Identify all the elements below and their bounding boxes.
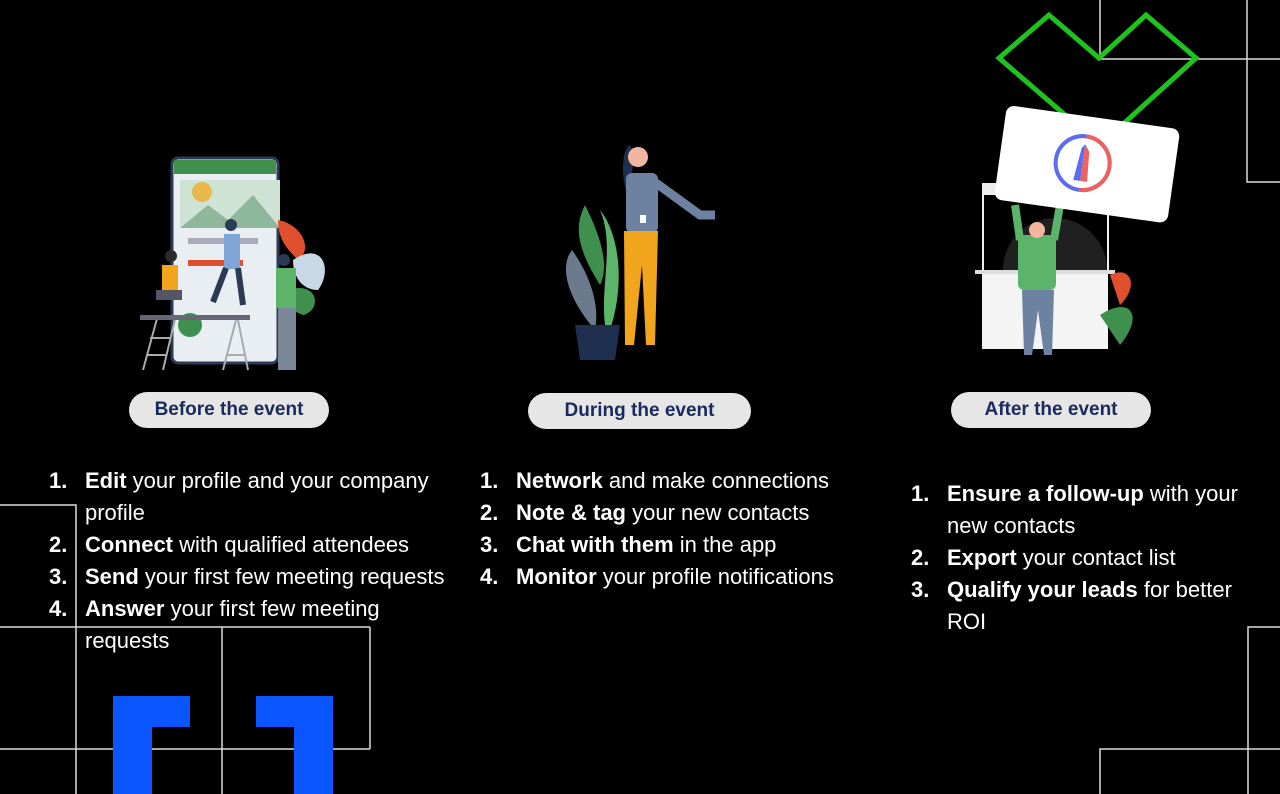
- step-item: 1.Edit your profile and your company pro…: [49, 468, 429, 525]
- step-item: 3.Send your first few meeting requests: [49, 564, 445, 589]
- step-item: 2.Connect with qualified attendees: [49, 532, 410, 557]
- during-event-steps: 1.Network and make connections 2.Note & …: [480, 465, 900, 593]
- step-item: 4.Monitor your profile notifications: [480, 564, 834, 589]
- step-item: 1.Network and make connections: [480, 468, 830, 493]
- step-item: 1.Ensure a follow-up with your new conta…: [911, 481, 1238, 538]
- phone-profile-illustration: [140, 156, 325, 371]
- after-event-label: After the event: [951, 392, 1151, 428]
- after-event-steps: 1.Ensure a follow-up with your new conta…: [911, 478, 1271, 638]
- before-event-label: Before the event: [129, 392, 329, 428]
- step-item: 2.Note & tag your new contacts: [480, 500, 810, 525]
- step-item: 3.Chat with them in the app: [480, 532, 777, 557]
- step-item: 4.Answer your first few meeting requests: [49, 596, 380, 653]
- step-item: 3.Qualify your leads for better ROI: [911, 577, 1232, 634]
- before-event-steps: 1.Edit your profile and your company pro…: [49, 465, 449, 657]
- during-event-label: During the event: [528, 393, 751, 429]
- networking-person-illustration: [565, 145, 715, 360]
- booth-sign-illustration: [975, 106, 1180, 355]
- blue-brackets: [113, 696, 333, 794]
- step-item: 2.Export your contact list: [911, 545, 1176, 570]
